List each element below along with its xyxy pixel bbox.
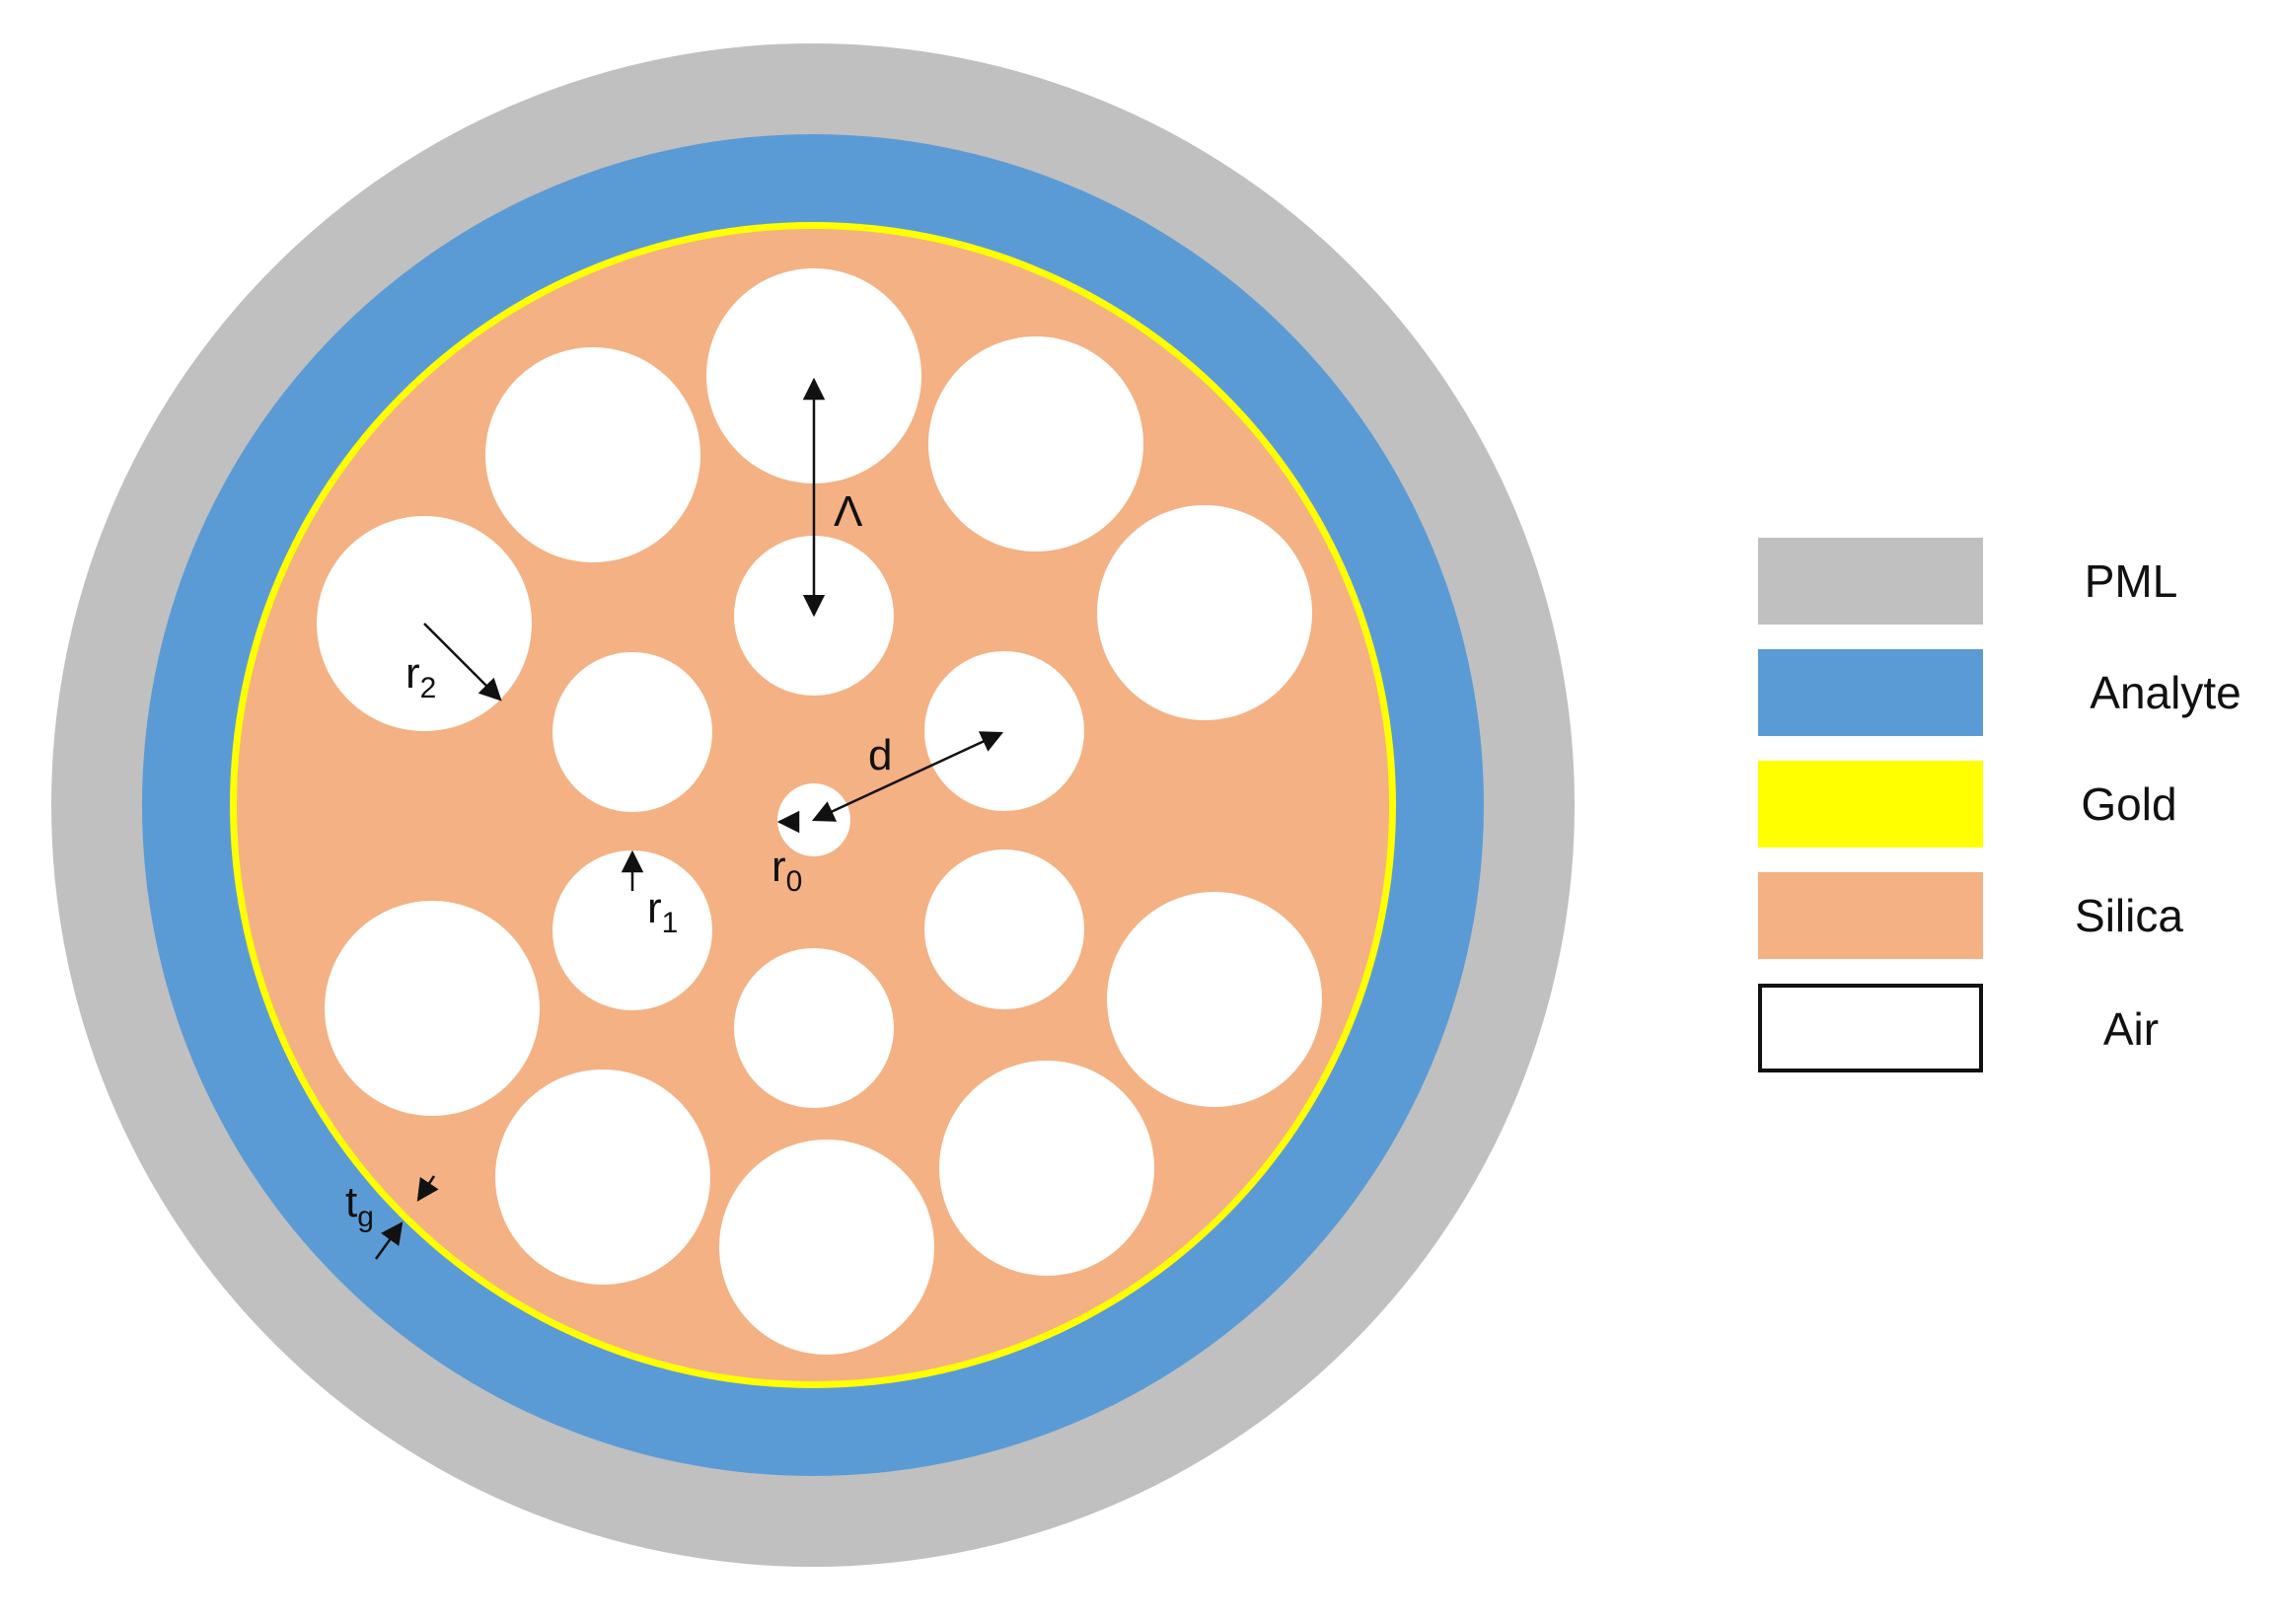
r1-dimension: r1 [621, 849, 678, 939]
tg-label: tg [345, 1178, 374, 1233]
r0-label: r0 [772, 843, 802, 898]
legend-label-pml: PML [2085, 555, 2178, 607]
air-hole-outer-2 [928, 336, 1143, 552]
tg-dimension: tg [345, 1175, 439, 1260]
r1-subscript: 1 [662, 907, 679, 939]
r1-letter: r [647, 884, 662, 932]
tg-arrow-out [416, 1175, 439, 1202]
pitch-dimension: Λ [802, 377, 863, 618]
r2-dimension: r2 [405, 623, 502, 704]
tg-subscript: g [357, 1201, 374, 1233]
air-hole-outer-10 [485, 347, 700, 562]
legend-swatch-analyte [1758, 649, 1983, 736]
legend-label-gold: Gold [2081, 778, 2176, 830]
legend-label-air: Air [2103, 1003, 2159, 1055]
tg-arrow-in [374, 1221, 404, 1260]
air-hole-outer-7 [495, 1070, 710, 1285]
legend-swatch-air [1758, 984, 1983, 1072]
tg-letter: t [345, 1178, 357, 1226]
r2-label: r2 [405, 649, 436, 704]
air-hole-outer-5 [939, 1061, 1154, 1276]
air-hole-outer-3 [1097, 505, 1312, 720]
air-hole-inner-3 [924, 849, 1084, 1009]
air-hole-outer-8 [325, 901, 540, 1116]
air-hole-inner-6 [552, 652, 712, 812]
r2-arrow [423, 623, 502, 701]
air-hole-outer-1 [706, 268, 921, 483]
r2-subscript: 2 [420, 672, 437, 704]
d-dimension: d [811, 731, 1004, 822]
air-hole-outer-6 [719, 1140, 934, 1355]
air-hole-inner-5 [552, 850, 712, 1010]
legend: PML Analyte Gold Silica Air [1758, 538, 2241, 1072]
outer-air-holes [317, 268, 1322, 1355]
r0-letter: r [772, 843, 786, 891]
r0-subscript: 0 [786, 865, 803, 898]
legend-swatch-pml [1758, 538, 1983, 625]
d-arrow [811, 731, 1004, 822]
legend-swatch-gold [1758, 761, 1983, 848]
pitch-label: Λ [834, 487, 863, 536]
legend-swatch-silica [1758, 872, 1983, 959]
legend-label-silica: Silica [2075, 890, 2183, 941]
air-hole-outer-4 [1107, 892, 1322, 1107]
r2-letter: r [405, 649, 420, 698]
legend-label-analyte: Analyte [2090, 667, 2241, 718]
air-hole-inner-2 [924, 651, 1084, 811]
d-label: d [868, 731, 892, 779]
r0-dimension: r0 [772, 810, 802, 898]
air-hole-inner-4 [734, 948, 894, 1108]
r1-label: r1 [647, 884, 678, 939]
